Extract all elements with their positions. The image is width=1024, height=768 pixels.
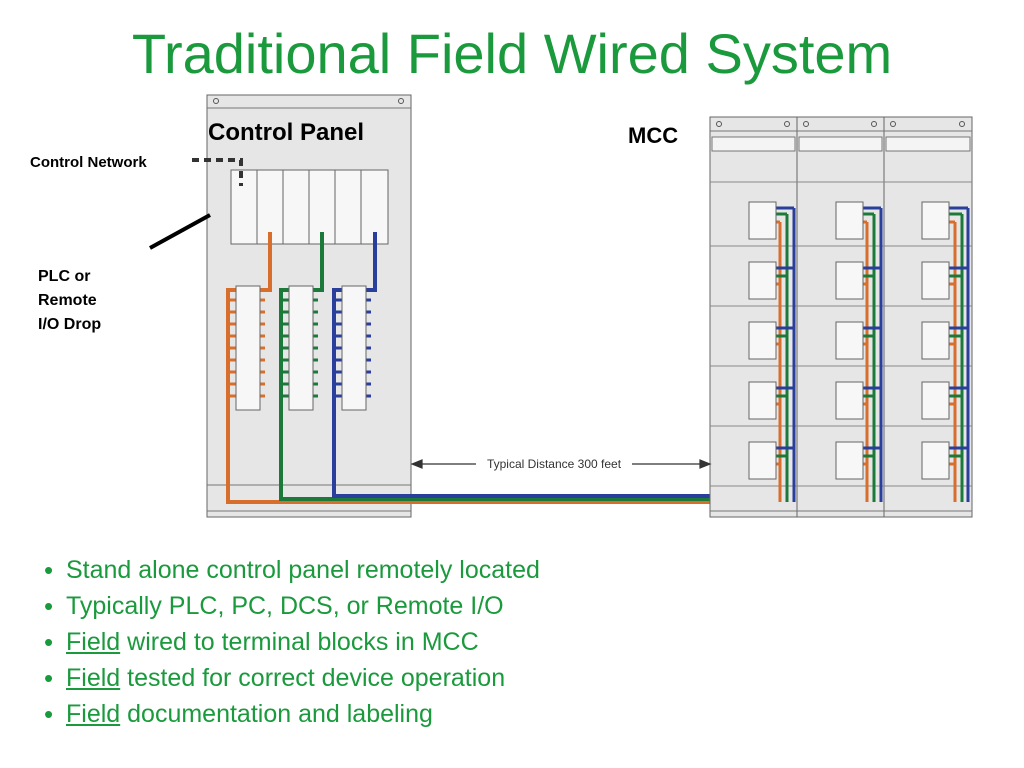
bullet-item: • Field tested for correct device operati… [44, 660, 540, 696]
bullet-lead: Field [66, 664, 121, 692]
plc-rack [230, 169, 389, 245]
bullet-lead: Field [66, 700, 121, 728]
mcc-starter-buckets [748, 201, 950, 480]
distance-label: Typical Distance 300 feet [487, 457, 622, 471]
control-panel-label: Control Panel [208, 119, 364, 146]
bullet-item: • Field documentation and labeling [44, 696, 540, 732]
bullet-item: • Field wired to terminal blocks in MCC [44, 624, 540, 660]
bullet-text: documentation and labeling [120, 700, 433, 728]
bullet-item: • Typically PLC, PC, DCS, or Remote I/O [44, 588, 540, 624]
plc-label-line3: I/O Drop [38, 316, 101, 333]
bullet-text: Stand alone control panel remotely locat… [66, 556, 540, 584]
bullet-dot: • [44, 627, 54, 657]
slide-title: Traditional Field Wired System [131, 22, 893, 85]
control-network-label: Control Network [30, 154, 147, 171]
plc-label-line2: Remote [38, 292, 97, 309]
bullet-dot: • [44, 591, 54, 621]
mcc-label: MCC [628, 123, 678, 148]
bullet-dot: • [44, 663, 54, 693]
plc-pointer-arrow [149, 213, 211, 250]
bullet-dot: • [44, 555, 54, 585]
terminal-block-green [288, 285, 314, 411]
bullet-text: tested for correct device operation [120, 664, 506, 692]
terminal-block-blue [341, 285, 367, 411]
bullet-text: wired to terminal blocks in MCC [120, 628, 479, 656]
bullet-dot: • [44, 699, 54, 729]
distance-arrow [410, 459, 712, 469]
bullet-text: Typically PLC, PC, DCS, or Remote I/O [66, 592, 504, 620]
control-network-line [192, 158, 243, 186]
bullet-list: • Stand alone control panel remotely loca… [44, 552, 540, 732]
bullet-lead: Field [66, 628, 121, 656]
plc-label-line1: PLC or [38, 268, 90, 285]
bullet-item: • Stand alone control panel remotely loca… [44, 552, 540, 588]
terminal-block-orange [235, 285, 261, 411]
